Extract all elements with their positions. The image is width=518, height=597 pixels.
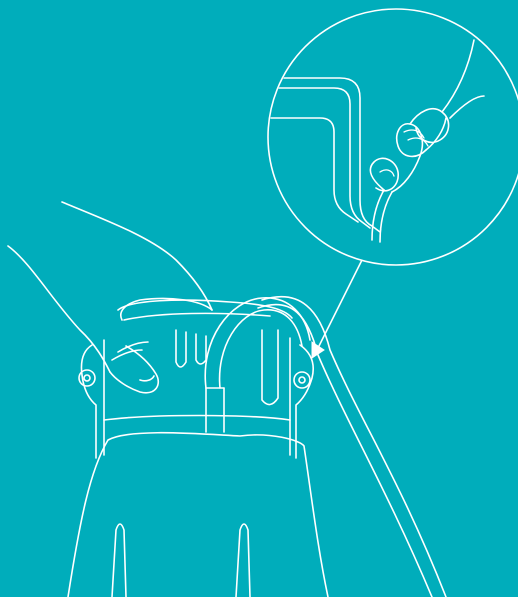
instruction-illustration xyxy=(0,0,518,597)
